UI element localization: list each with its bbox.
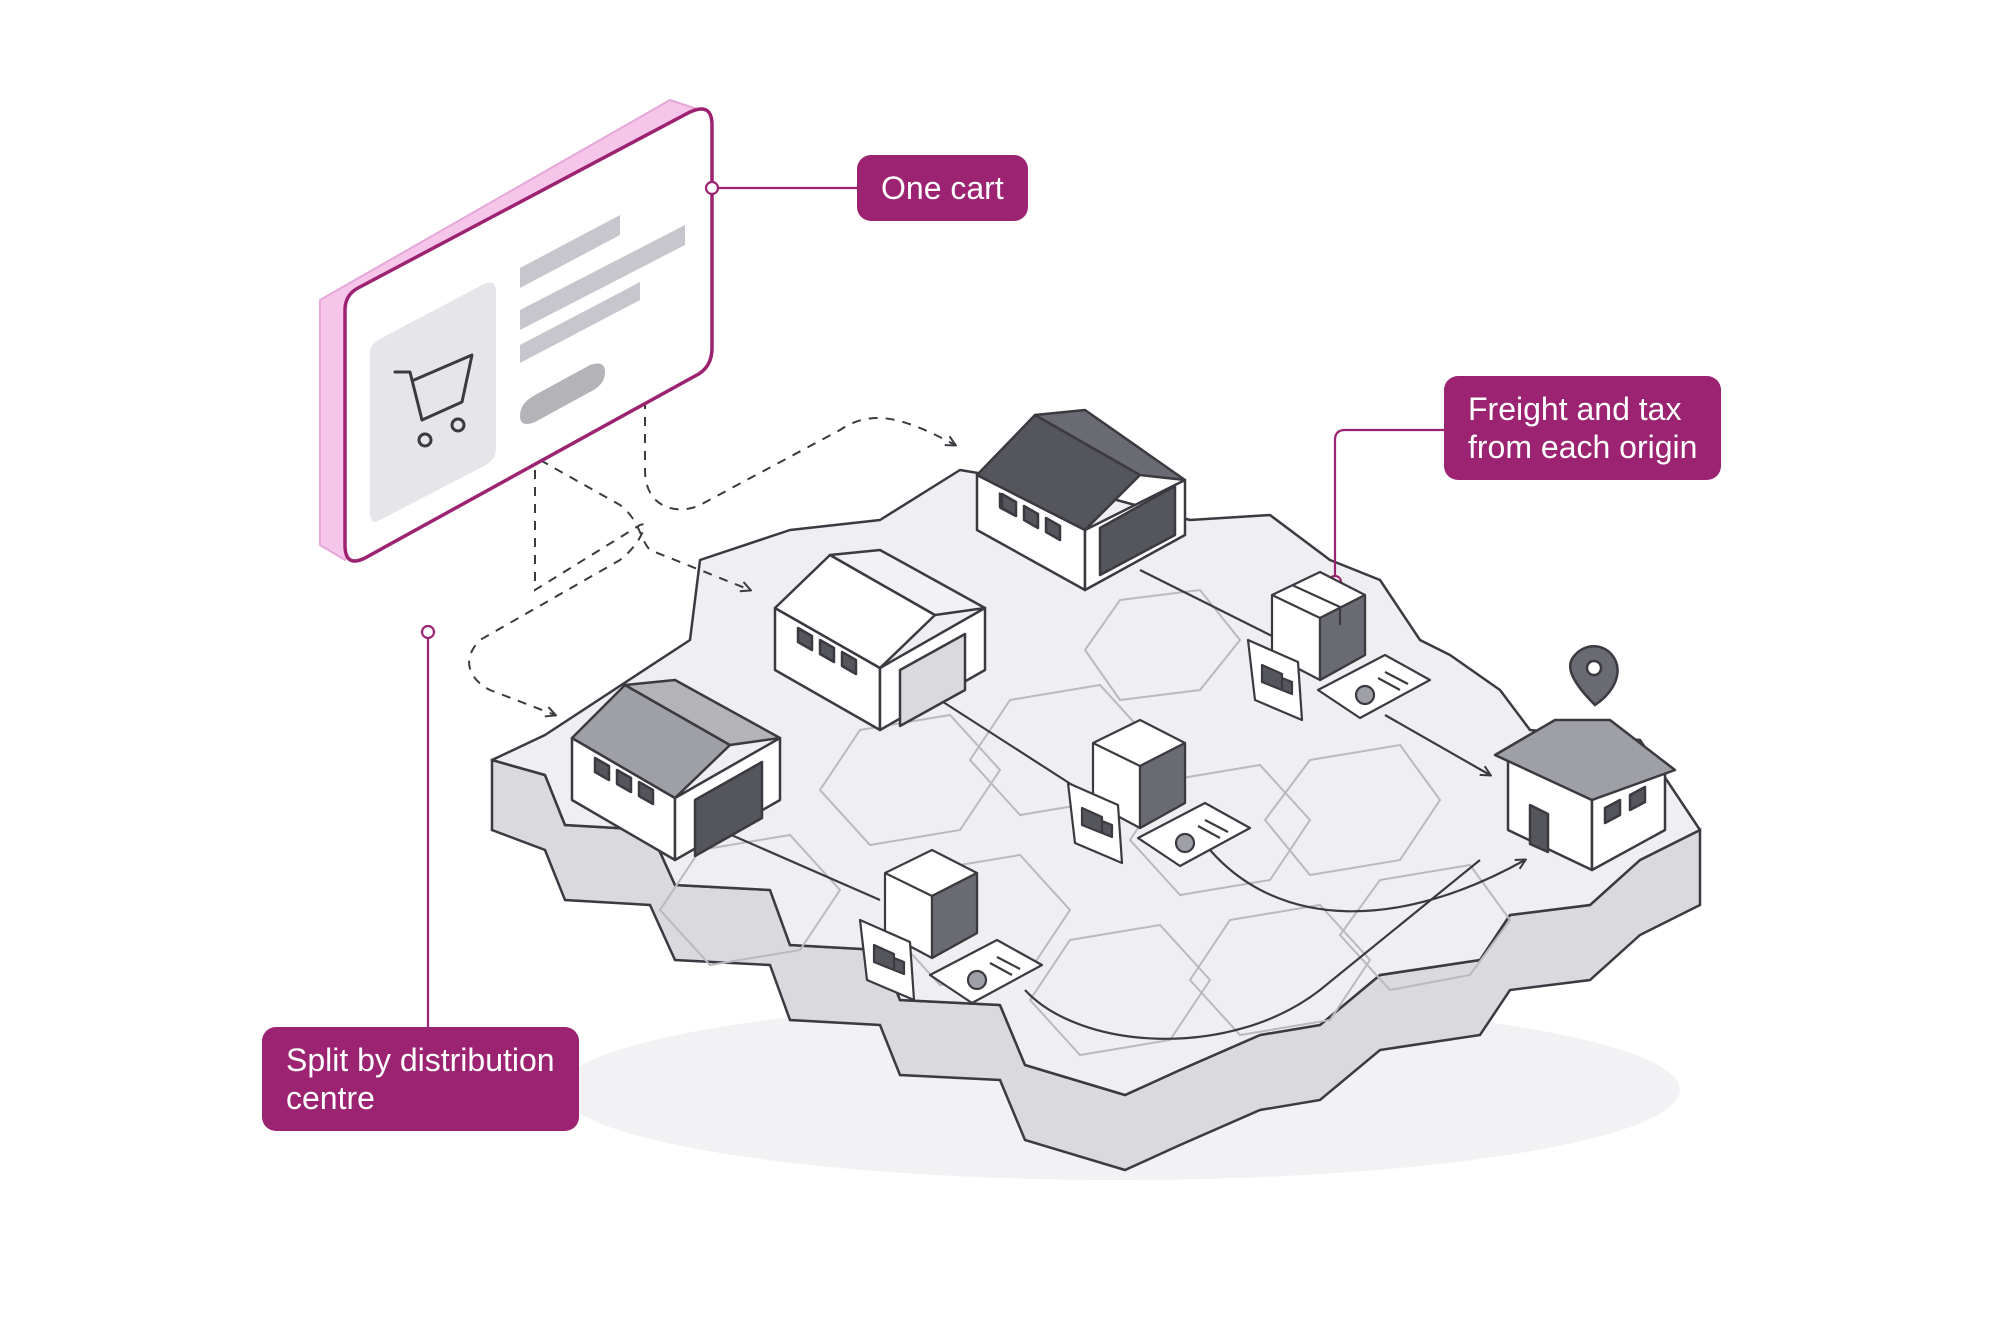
leader-split-dot bbox=[420, 624, 436, 640]
route-to-house-2 bbox=[1209, 849, 1525, 913]
tax-certificate-icon bbox=[928, 938, 1044, 1005]
callout-freight-and-tax: Freight and tax from each origin bbox=[1444, 376, 1722, 480]
cart-route-to-dark-warehouse bbox=[644, 400, 955, 511]
warehouse-icon bbox=[570, 678, 782, 862]
parcel-group-2 bbox=[1066, 718, 1252, 868]
destination-house-icon bbox=[1493, 718, 1677, 872]
location-pin-icon bbox=[1568, 645, 1619, 707]
warehouse-icon bbox=[975, 408, 1187, 592]
cart-image-tile bbox=[370, 282, 496, 522]
callout-one-cart: One cart bbox=[857, 155, 1028, 221]
checkout-button-placeholder bbox=[520, 363, 605, 424]
leader-one-cart-dot bbox=[704, 180, 720, 196]
tax-certificate-icon bbox=[1316, 653, 1432, 720]
route-to-house-3 bbox=[1024, 859, 1481, 1040]
hex-grid bbox=[658, 588, 1512, 1057]
warehouse-icon bbox=[773, 548, 987, 732]
cart-route-to-front-warehouse bbox=[468, 470, 645, 715]
route-line-front-warehouse bbox=[719, 828, 881, 902]
route-to-house-1 bbox=[1384, 714, 1490, 775]
parcel-group-3 bbox=[858, 848, 1044, 1005]
tax-certificate-icon bbox=[1136, 801, 1252, 868]
cart-text-placeholders bbox=[520, 215, 685, 424]
parcel-group-1 bbox=[1246, 570, 1432, 722]
cart-panel bbox=[319, 98, 714, 563]
callout-split-by-distribution-centre: Split by distribution centre bbox=[262, 1027, 579, 1131]
shopping-cart-icon bbox=[393, 353, 474, 448]
delivery-truck-icon bbox=[858, 918, 916, 1002]
route-lines bbox=[719, 569, 1525, 1040]
route-line-dark-warehouse bbox=[1139, 569, 1281, 641]
cart-route-to-mid-warehouse bbox=[539, 459, 750, 590]
route-line-mid-warehouse bbox=[939, 699, 1081, 791]
delivery-truck-icon bbox=[1066, 781, 1124, 865]
cart-routes bbox=[468, 400, 955, 715]
leader-freight bbox=[1333, 428, 1444, 580]
delivery-truck-icon bbox=[1246, 638, 1304, 722]
